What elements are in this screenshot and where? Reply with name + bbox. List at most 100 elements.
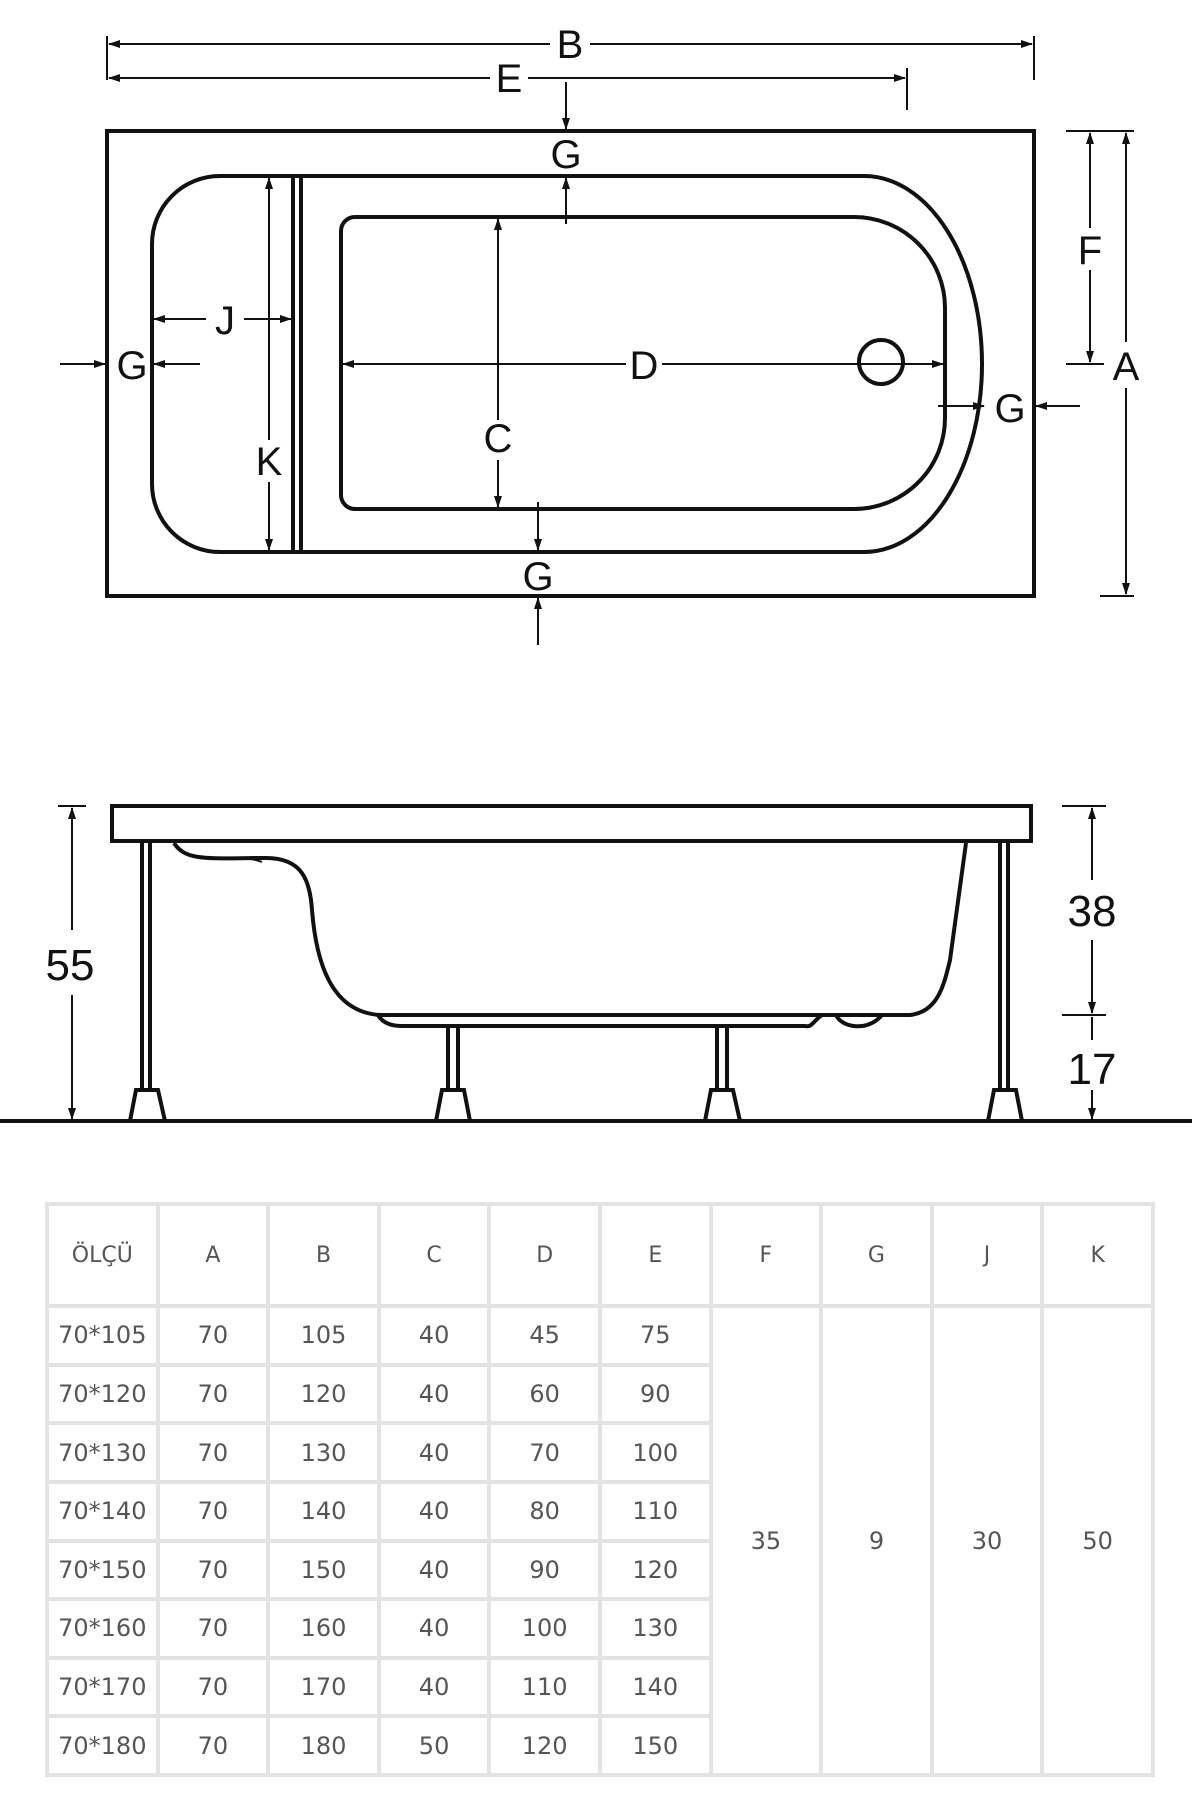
table-row: 70*170 70 170 40 110 140 <box>49 1659 1151 1715</box>
cell-b: 140 <box>270 1483 377 1539</box>
label-g-left: G <box>116 344 147 388</box>
cell-d: 45 <box>491 1308 598 1363</box>
cell-size: 70*130 <box>49 1425 156 1480</box>
cell-c: 40 <box>380 1659 488 1715</box>
tub-body <box>172 841 968 1017</box>
cell-c: 50 <box>380 1718 488 1773</box>
cell-b: 160 <box>270 1601 377 1656</box>
cell-size: 70*105 <box>49 1308 156 1363</box>
cell-b: 180 <box>270 1718 377 1773</box>
cell-size: 70*120 <box>49 1366 156 1422</box>
cell-size: 70*140 <box>49 1483 156 1539</box>
label-55: 55 <box>46 941 95 990</box>
cell-c: 40 <box>380 1366 488 1422</box>
header-c: C <box>380 1206 488 1304</box>
leg-4 <box>985 843 1025 1123</box>
table-row: 70*140 70 140 40 80 110 <box>49 1483 1151 1539</box>
cell-e: 100 <box>601 1425 709 1480</box>
cell-d: 80 <box>491 1483 598 1539</box>
cell-size: 70*170 <box>49 1659 156 1715</box>
basin-outline <box>339 215 947 511</box>
header-k: K <box>1044 1206 1151 1304</box>
cell-a: 70 <box>159 1425 267 1480</box>
table-row: 70*180 70 180 50 120 150 <box>49 1718 1151 1773</box>
cell-d: 100 <box>491 1601 598 1656</box>
header-a: A <box>159 1206 267 1304</box>
label-d: D <box>630 344 659 388</box>
cell-b: 170 <box>270 1659 377 1715</box>
drain-side <box>834 1013 884 1029</box>
cell-c: 40 <box>380 1483 488 1539</box>
cell-a: 70 <box>159 1659 267 1715</box>
table-header-row: ÖLÇÜ A B C D E F G J K <box>49 1206 1151 1304</box>
header-olcu: ÖLÇÜ <box>49 1206 156 1304</box>
cell-c: 40 <box>380 1425 488 1480</box>
cell-e: 140 <box>601 1659 709 1715</box>
cell-c: 40 <box>380 1308 488 1363</box>
tub-seat-curve <box>175 845 263 863</box>
cell-b: 130 <box>270 1425 377 1480</box>
dimension-table: ÖLÇÜ A B C D E F G J K 70*105 70 105 40 … <box>45 1202 1155 1777</box>
cell-size: 70*150 <box>49 1542 156 1598</box>
cell-c: 40 <box>380 1542 488 1598</box>
cell-a: 70 <box>159 1308 267 1363</box>
cell-b: 120 <box>270 1366 377 1422</box>
header-d: D <box>491 1206 598 1304</box>
top-view: B E G J G K C D G <box>60 23 1140 645</box>
table-row: 70*130 70 130 40 70 100 <box>49 1425 1151 1480</box>
cell-d: 120 <box>491 1718 598 1773</box>
cell-a: 70 <box>159 1483 267 1539</box>
cell-size: 70*180 <box>49 1718 156 1773</box>
cell-j-shared: 30 <box>933 1308 1041 1773</box>
technical-drawing: B E G J G K C D G <box>0 23 1192 1123</box>
cell-size: 70*160 <box>49 1601 156 1656</box>
rim-slab <box>110 804 1033 843</box>
label-j: J <box>215 299 235 343</box>
cell-e: 110 <box>601 1483 709 1539</box>
label-a: A <box>1113 345 1140 389</box>
label-g-bottom: G <box>522 555 553 599</box>
header-g: G <box>823 1206 930 1304</box>
cell-b: 105 <box>270 1308 377 1363</box>
table-row: 70*150 70 150 40 90 120 <box>49 1542 1151 1598</box>
tub-bottom <box>376 1013 824 1029</box>
cell-e: 90 <box>601 1366 709 1422</box>
outer-rim <box>105 129 1036 598</box>
header-e: E <box>601 1206 709 1304</box>
label-k: K <box>256 440 283 484</box>
cell-g-shared: 9 <box>823 1308 930 1773</box>
leg-1 <box>127 843 168 1123</box>
cell-e: 75 <box>601 1308 709 1363</box>
label-e: E <box>496 57 523 101</box>
side-view: 55 38 17 <box>0 804 1192 1123</box>
cell-d: 90 <box>491 1542 598 1598</box>
cell-a: 70 <box>159 1601 267 1656</box>
cell-k-shared: 50 <box>1044 1308 1151 1773</box>
label-g-right: G <box>994 387 1025 431</box>
leg-3 <box>702 1026 743 1123</box>
cell-a: 70 <box>159 1718 267 1773</box>
cell-e: 120 <box>601 1542 709 1598</box>
header-f: F <box>712 1206 820 1304</box>
cell-d: 70 <box>491 1425 598 1480</box>
cell-e: 130 <box>601 1601 709 1656</box>
table-row: 70*120 70 120 40 60 90 <box>49 1366 1151 1422</box>
label-g-top: G <box>550 133 581 177</box>
label-17: 17 <box>1068 1045 1117 1094</box>
cell-e: 150 <box>601 1718 709 1773</box>
label-c: C <box>484 417 513 461</box>
drain-circle <box>857 338 905 386</box>
header-j: J <box>933 1206 1041 1304</box>
cell-b: 150 <box>270 1542 377 1598</box>
inner-rim <box>150 174 984 554</box>
label-b: B <box>557 23 584 67</box>
table-row: 70*160 70 160 40 100 130 <box>49 1601 1151 1656</box>
cell-a: 70 <box>159 1366 267 1422</box>
label-f: F <box>1078 229 1102 273</box>
cell-d: 110 <box>491 1659 598 1715</box>
cell-f-shared: 35 <box>712 1308 820 1773</box>
table-row: 70*105 70 105 40 45 75 35 9 30 50 <box>49 1308 1151 1773</box>
label-38: 38 <box>1068 887 1117 936</box>
leg-2 <box>433 1026 473 1123</box>
cell-d: 60 <box>491 1366 598 1422</box>
